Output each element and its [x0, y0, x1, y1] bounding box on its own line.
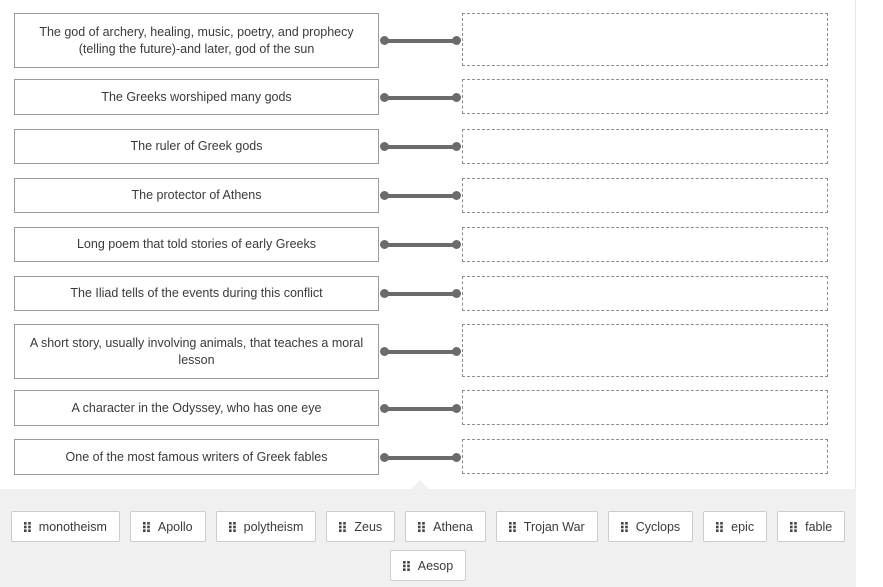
word-bank-row: monotheism Apollo polytheism Zeus Athena Troj… — [0, 511, 856, 542]
draggable-answer-chip[interactable]: polytheism — [215, 511, 317, 542]
connector-knob-left — [380, 36, 389, 45]
connector-knob-left — [380, 404, 389, 413]
chip-label: polytheism — [243, 519, 304, 534]
grip-dots-icon[interactable] — [620, 521, 628, 532]
connector-line — [380, 142, 461, 151]
answer-drop-zone[interactable] — [462, 390, 828, 425]
grip-dots-icon[interactable] — [23, 521, 31, 532]
connector-knob-left — [380, 142, 389, 151]
chip-label: Aesop — [417, 558, 454, 573]
grip-dots-icon[interactable] — [716, 521, 723, 532]
answer-drop-zone[interactable] — [462, 79, 828, 114]
connector-line — [380, 240, 461, 249]
connector-line — [380, 36, 461, 45]
prompt-text: The god of archery, healing, music, poet… — [39, 24, 354, 56]
grip-dots-icon[interactable] — [402, 560, 410, 571]
chip-label: Cyclops — [635, 519, 681, 534]
connector-knob-left — [380, 93, 389, 102]
answer-drop-zone[interactable] — [462, 13, 828, 66]
prompt-text: The Greeks worshiped many gods — [101, 89, 292, 104]
draggable-answer-chip[interactable]: Trojan War — [495, 511, 598, 542]
connector-knob-left — [380, 191, 389, 200]
connector-knob-right — [452, 404, 461, 413]
chip-label: Athena — [433, 519, 473, 534]
draggable-answer-chip[interactable]: Cyclops — [607, 511, 694, 542]
connector-line — [380, 289, 461, 298]
connector-bar — [384, 95, 457, 100]
answer-drop-zone[interactable] — [462, 439, 828, 474]
connector-bar — [384, 406, 457, 411]
chip-label: monotheism — [38, 519, 107, 534]
prompt-box: The Iliad tells of the events during thi… — [14, 276, 379, 311]
connector-bar — [384, 349, 457, 354]
prompt-box: A short story, usually involving animals… — [14, 324, 379, 379]
prompt-text: The protector of Athens — [131, 188, 262, 202]
connector-bar — [384, 193, 457, 198]
chip-label: Apollo — [157, 519, 193, 534]
draggable-answer-chip[interactable]: Athena — [405, 511, 486, 542]
connector-bar — [384, 38, 457, 43]
connector-line — [380, 453, 461, 462]
prompt-text: A character in the Odyssey, who has one … — [71, 400, 322, 415]
grip-dots-icon[interactable] — [418, 521, 425, 532]
grip-dots-icon[interactable] — [339, 521, 347, 532]
connector-line — [380, 191, 461, 200]
connector-line — [380, 93, 461, 102]
draggable-answer-chip[interactable]: Zeus — [326, 511, 396, 542]
prompt-box: One of the most famous writers of Greek … — [14, 439, 379, 475]
prompt-box: The god of archery, healing, music, poet… — [14, 13, 379, 68]
prompt-text: The Iliad tells of the events during thi… — [70, 286, 323, 300]
connector-knob-right — [452, 347, 461, 356]
prompt-box: The protector of Athens — [14, 178, 379, 213]
prompt-text: The ruler of Greek gods — [130, 139, 263, 153]
prompt-text: One of the most famous writers of Greek … — [65, 449, 328, 464]
prompt-box: A character in the Odyssey, who has one … — [14, 390, 379, 426]
draggable-answer-chip[interactable]: epic — [703, 511, 768, 542]
connector-knob-right — [452, 240, 461, 249]
connector-bar — [384, 291, 457, 296]
connector-knob-right — [452, 191, 461, 200]
chip-label: fable — [805, 519, 833, 534]
prompt-text: Long poem that told stories of early Gre… — [76, 237, 316, 251]
connector-knob-left — [380, 240, 389, 249]
prompt-box: Long poem that told stories of early Gre… — [14, 227, 379, 262]
connector-line — [380, 404, 461, 413]
connector-knob-left — [380, 347, 389, 356]
answer-drop-zone[interactable] — [462, 178, 828, 213]
connector-knob-right — [452, 453, 461, 462]
answer-drop-zone[interactable] — [462, 227, 828, 262]
word-bank-row: Aesop — [0, 550, 856, 581]
matching-activity-area: The god of archery, healing, music, poet… — [14, 0, 856, 489]
draggable-answer-chip[interactable]: Apollo — [129, 511, 206, 542]
connector-knob-right — [452, 36, 461, 45]
grip-dots-icon[interactable] — [142, 521, 150, 532]
connector-knob-right — [452, 93, 461, 102]
connector-knob-left — [380, 453, 389, 462]
prompt-box: The ruler of Greek gods — [14, 129, 379, 164]
answer-drop-zone[interactable] — [462, 324, 828, 377]
connector-line — [380, 347, 461, 356]
connector-bar — [384, 242, 457, 247]
chip-label: epic — [731, 519, 755, 534]
grip-dots-icon[interactable] — [790, 521, 797, 532]
connector-knob-right — [452, 142, 461, 151]
draggable-answer-chip[interactable]: Aesop — [389, 550, 467, 581]
connector-bar — [384, 455, 457, 460]
draggable-answer-chip[interactable]: fable — [777, 511, 846, 542]
connector-bar — [384, 144, 457, 149]
chip-label: Zeus — [354, 519, 383, 534]
grip-dots-icon[interactable] — [228, 521, 236, 532]
word-bank-panel: monotheism Apollo polytheism Zeus Athena Troj… — [0, 480, 856, 587]
connector-knob-right — [452, 289, 461, 298]
prompt-box: The Greeks worshiped many gods — [14, 79, 379, 115]
grip-dots-icon[interactable] — [508, 521, 516, 532]
prompt-text: A short story, usually involving animals… — [29, 335, 364, 367]
chip-label: Trojan War — [523, 519, 585, 534]
draggable-answer-chip[interactable]: monotheism — [10, 511, 120, 542]
word-bank-pointer-icon — [409, 480, 431, 491]
connector-knob-left — [380, 289, 389, 298]
answer-drop-zone[interactable] — [462, 129, 828, 164]
answer-drop-zone[interactable] — [462, 276, 828, 311]
word-bank-rows: monotheism Apollo polytheism Zeus Athena Troj… — [0, 490, 856, 581]
